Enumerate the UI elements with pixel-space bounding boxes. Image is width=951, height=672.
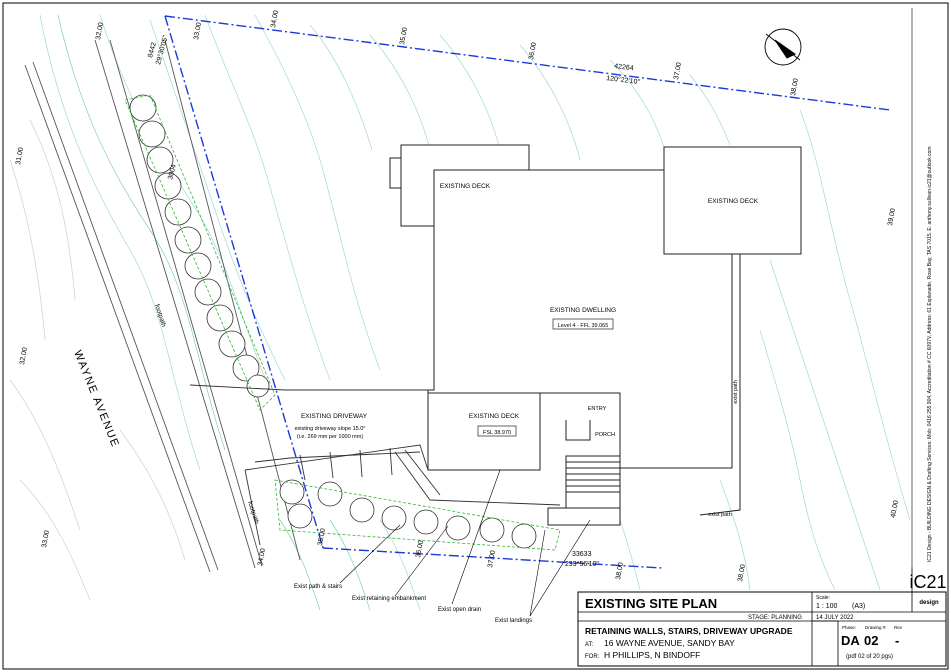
north-arrow-icon <box>764 28 802 66</box>
contour-label: 31.00 <box>15 147 25 166</box>
drawing-number: 02 <box>864 633 878 648</box>
callout-path-stairs: Exist path & stairs <box>294 584 342 590</box>
callout-retaining: Exist retaining embankment <box>352 596 426 602</box>
contour-label: 40.00 <box>890 500 900 519</box>
top-length: 42264 <box>614 63 634 72</box>
title-block: iC21 design EXISTING SITE PLAN Scale: 1 … <box>577 567 947 667</box>
contour-label: 32.00 <box>19 347 29 366</box>
property-boundary <box>164 15 891 569</box>
contour-label: 38.00 <box>737 564 747 583</box>
paper-size: (A3) <box>852 603 865 610</box>
pdf-page: (pdf 02 of 20 pgs) <box>846 654 893 660</box>
deck-right-label: EXISTING DECK <box>708 198 759 205</box>
drawing-title: EXISTING SITE PLAN <box>585 596 717 611</box>
for-label: FOR: <box>585 654 600 660</box>
designer-details: IC21 Design - BUILDING DESIGN & Drafting… <box>927 146 933 562</box>
title-block-frame <box>577 591 947 667</box>
at-label: AT: <box>585 642 594 648</box>
project-title: RETAINING WALLS, STAIRS, DRIVEWAY UPGRAD… <box>585 626 793 636</box>
callouts: Exist path & stairs Exist retaining emba… <box>294 584 532 624</box>
contour-label: 37.00 <box>487 550 497 569</box>
hedge-outline <box>124 94 561 551</box>
deck-lower-label: EXISTING DECK <box>469 413 520 420</box>
left-length-2: 3004 <box>167 164 178 181</box>
driveway-outline <box>189 384 561 546</box>
contour-label: 36.00 <box>528 42 538 61</box>
contour-label: 36.00 <box>415 540 425 559</box>
exist-path-vertical: exist path <box>733 380 739 404</box>
logo-sub: design <box>919 600 939 606</box>
top-bearing: 120°22'10" <box>606 74 641 86</box>
client-names: H PHILLIPS, N BINDOFF <box>604 650 700 660</box>
driveway-slope-1: existing driveway slope 15.0° <box>295 426 366 432</box>
contour-label: 34.00 <box>257 548 267 567</box>
deck-right-outline <box>663 146 802 255</box>
footpath-label: footpath <box>153 303 167 328</box>
callout-drain: Exist open drain <box>438 607 481 613</box>
bottom-bearing: 299°56'10" <box>565 560 599 568</box>
road-edges <box>24 39 301 573</box>
contour-label: 38.00 <box>615 562 625 581</box>
logo-mark: iC21 <box>909 572 946 592</box>
scale-label: Scale: <box>816 595 830 601</box>
driveway-label: EXISTING DRIVEWAY <box>301 413 368 420</box>
entry-label: ENTRY <box>588 406 607 412</box>
contour-label: 34.00 <box>270 10 280 29</box>
contour-label: 33.00 <box>193 22 203 41</box>
left-length: 8442 <box>147 42 158 59</box>
deck-left-label: EXISTING DECK <box>440 183 491 190</box>
porch-label: PORCH <box>595 432 615 438</box>
site-address: 16 WAYNE AVENUE, SANDY BAY <box>604 638 735 648</box>
scale-value: 1 : 100 <box>816 603 838 610</box>
drawing-no-label: Drawing #: <box>865 625 887 630</box>
street-name: WAYNE AVENUE <box>71 349 121 450</box>
contour-label: 35.00 <box>399 27 409 46</box>
bottom-length: 33633 <box>572 551 592 558</box>
contour-label: 37.00 <box>673 62 683 81</box>
rev-label: Rev <box>894 625 903 630</box>
driveway-slope-2: (i.e. 269 mm per 1000 mm) <box>297 434 363 440</box>
contour-lines <box>9 14 911 611</box>
callout-leaders <box>339 469 591 617</box>
tree-hedge <box>129 94 537 549</box>
dwelling-level: Level 4 - FFL 39.065 <box>558 323 609 329</box>
callout-landings: Exist landings <box>495 618 532 624</box>
contour-label: 32.00 <box>95 22 105 41</box>
date: 14 JULY 2022 <box>816 615 854 621</box>
room-labels: EXISTING DECK EXISTING DECK EXISTING DWE… <box>295 183 759 518</box>
contour-label: 39.00 <box>887 208 897 227</box>
contour-levels: 32.00 33.00 34.00 35.00 36.00 37.00 38.0… <box>15 10 900 583</box>
phase-value: DA <box>841 633 860 648</box>
exist-path-label: exist path <box>708 512 732 518</box>
stage: STAGE: PLANNING <box>748 615 802 621</box>
contour-label: 33.00 <box>41 530 51 549</box>
revision: - <box>895 633 899 648</box>
footpath-label-2: footpath <box>246 500 260 525</box>
contour-label: 35.00 <box>317 528 327 547</box>
dwelling-label: EXISTING DWELLING <box>550 307 616 314</box>
phase-label: Phase: <box>842 625 856 630</box>
dwelling-level-box <box>552 318 614 330</box>
contour-label: 38.00 <box>790 78 800 97</box>
deck-lower-fsl-box <box>477 425 517 437</box>
deck-lower-fsl: FSL 38.970 <box>483 430 511 436</box>
